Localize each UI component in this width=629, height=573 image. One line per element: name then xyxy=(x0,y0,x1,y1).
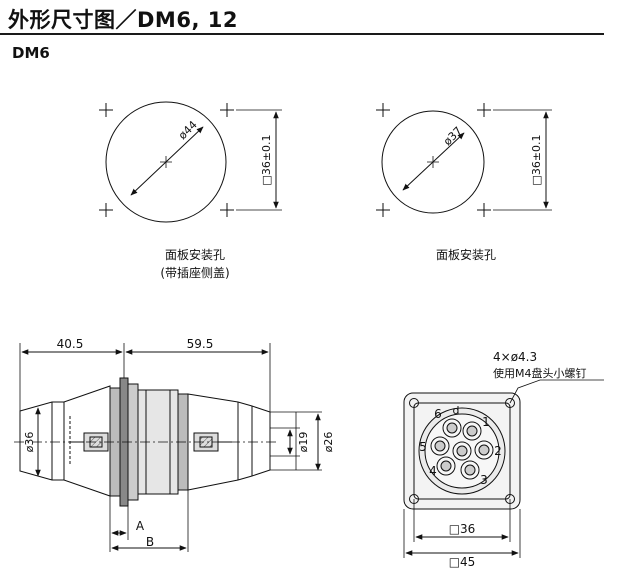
panel-hole-right xyxy=(376,103,552,217)
right-hole-side: □36±0.1 xyxy=(530,134,543,185)
dim-right-length: 59.5 xyxy=(187,337,214,351)
left-hole-diameter: ø44 xyxy=(176,118,200,142)
section-label: DM6 xyxy=(12,44,50,62)
dim-outer-square: □45 xyxy=(449,555,476,569)
page-title: 外形尺寸图／DM6, 12 xyxy=(8,8,238,32)
left-hole-side: □36±0.1 xyxy=(260,134,273,185)
pin-label-d: d xyxy=(453,404,460,417)
hole-count-note: 4×ø4.3 xyxy=(493,350,537,364)
left-hole-caption: 面板安装孔 xyxy=(165,247,225,262)
pin-label-5: 5 xyxy=(419,440,427,454)
dim-body-diameter: ø36 xyxy=(23,432,36,453)
pin-label-6: 6 xyxy=(434,407,442,421)
dim-b-label: B xyxy=(146,535,154,549)
panel-hole-left xyxy=(99,101,282,223)
connector-side-view xyxy=(14,343,322,552)
pin-label-1: 1 xyxy=(482,415,490,429)
dim-left-length: 40.5 xyxy=(57,337,84,351)
dim-inner-square: □36 xyxy=(449,522,476,536)
right-hole-diameter: ø37 xyxy=(441,124,465,148)
left-hole-caption-note: (带插座侧盖) xyxy=(160,265,229,280)
screw-note: 使用M4盘头小螺钉 xyxy=(493,366,587,380)
dim-a-label: A xyxy=(136,519,145,533)
pin-label-4: 4 xyxy=(429,464,437,478)
pin-label-3: 3 xyxy=(480,473,488,487)
right-hole-caption: 面板安装孔 xyxy=(436,247,496,262)
title-divider xyxy=(0,33,604,35)
dim-shell-diameter: ø26 xyxy=(322,432,335,453)
connector-front-view xyxy=(403,379,604,558)
dim-pin-diameter: ø19 xyxy=(297,432,310,453)
pin-label-2: 2 xyxy=(494,444,502,458)
